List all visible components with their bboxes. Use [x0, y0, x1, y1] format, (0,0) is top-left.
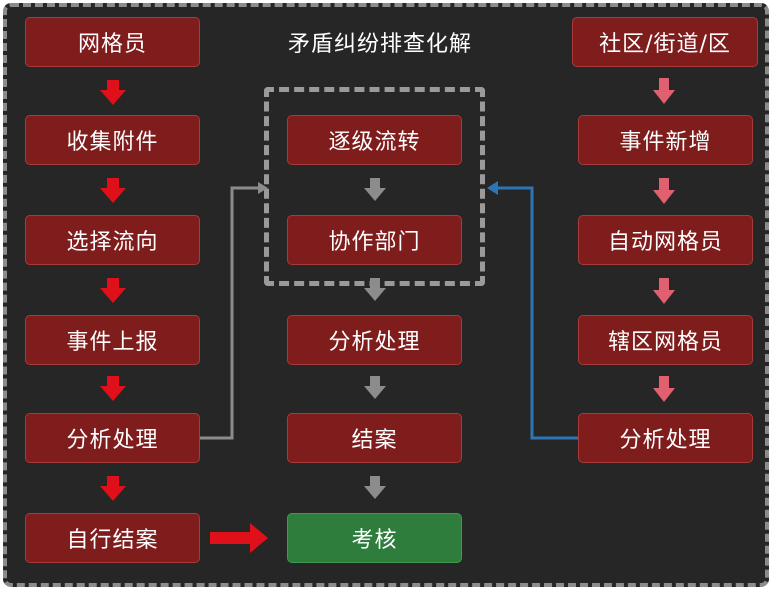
node-close-case: 结案 [287, 413, 462, 463]
arrow-down-left-4 [100, 376, 126, 401]
node-community-district: 社区/街道/区 [572, 17, 758, 67]
node-select-flow: 选择流向 [25, 215, 200, 265]
node-event-new: 事件新增 [578, 115, 753, 165]
node-assessment: 考核 [287, 513, 462, 563]
connector-right-arrowhead [487, 181, 498, 195]
arrow-down-left-3 [100, 278, 126, 303]
arrow-down-mid-1 [364, 178, 386, 201]
arrow-down-right-3 [653, 278, 675, 304]
node-cooperating-dept: 协作部门 [287, 215, 462, 265]
arrow-right-to-assessment [210, 523, 268, 553]
connector-right-to-group [496, 186, 578, 440]
node-auto-grid-member: 自动网格员 [578, 215, 753, 265]
diagram-frame [3, 3, 769, 587]
arrow-down-left-1 [100, 80, 126, 105]
node-escalate: 逐级流转 [287, 115, 462, 165]
node-analyze-middle: 分析处理 [287, 315, 462, 365]
node-analyze-right: 分析处理 [578, 413, 753, 463]
arrow-down-right-4 [653, 376, 675, 402]
node-event-report: 事件上报 [25, 315, 200, 365]
node-grid-member: 网格员 [25, 17, 200, 67]
node-analyze-left: 分析处理 [25, 413, 200, 463]
node-self-close: 自行结案 [25, 513, 200, 563]
arrow-down-mid-3 [364, 376, 386, 399]
connector-left-arrowhead [258, 182, 268, 194]
node-collect-attachments: 收集附件 [25, 115, 200, 165]
arrow-down-right-1 [653, 78, 675, 104]
arrow-down-left-5 [100, 476, 126, 501]
arrow-down-right-2 [653, 178, 675, 204]
arrow-down-mid-2 [364, 278, 386, 301]
node-area-grid-member: 辖区网格员 [578, 315, 753, 365]
arrow-down-mid-4 [364, 476, 386, 499]
arrow-down-left-2 [100, 178, 126, 203]
connector-left-to-group [200, 186, 262, 440]
diagram-title: 矛盾纠纷排查化解 [287, 32, 472, 57]
